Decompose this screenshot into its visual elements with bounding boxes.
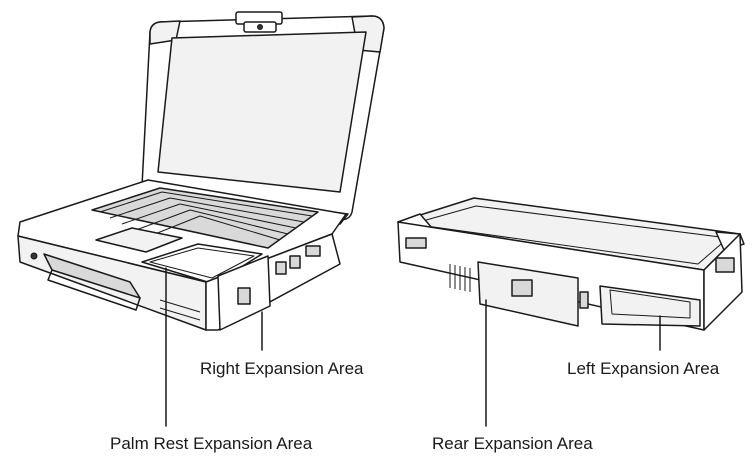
right-expansion-latch [237, 287, 251, 305]
leader-lines [165, 267, 661, 427]
right-expansion-label: Right Expansion Area [200, 359, 364, 378]
rear-expansion-latch [511, 279, 533, 297]
left-expansion-module [599, 285, 701, 327]
laptop-screen [157, 31, 367, 193]
camera-module [235, 11, 283, 33]
front-indicator [30, 252, 38, 260]
vent-grille [449, 264, 471, 292]
open-laptop-illustration [17, 11, 385, 331]
keyboard-rows [99, 191, 313, 241]
touchpad [95, 227, 183, 253]
closed-laptop-illustration [397, 197, 745, 331]
left-expansion-label: Left Expansion Area [567, 359, 720, 378]
side-ports [275, 245, 321, 275]
palm-rest-expansion-module [141, 243, 263, 285]
palm-rest-expansion-label: Palm Rest Expansion Area [110, 434, 313, 453]
rear-expansion-label: Rear Expansion Area [432, 434, 593, 453]
rear-ports [405, 237, 735, 309]
